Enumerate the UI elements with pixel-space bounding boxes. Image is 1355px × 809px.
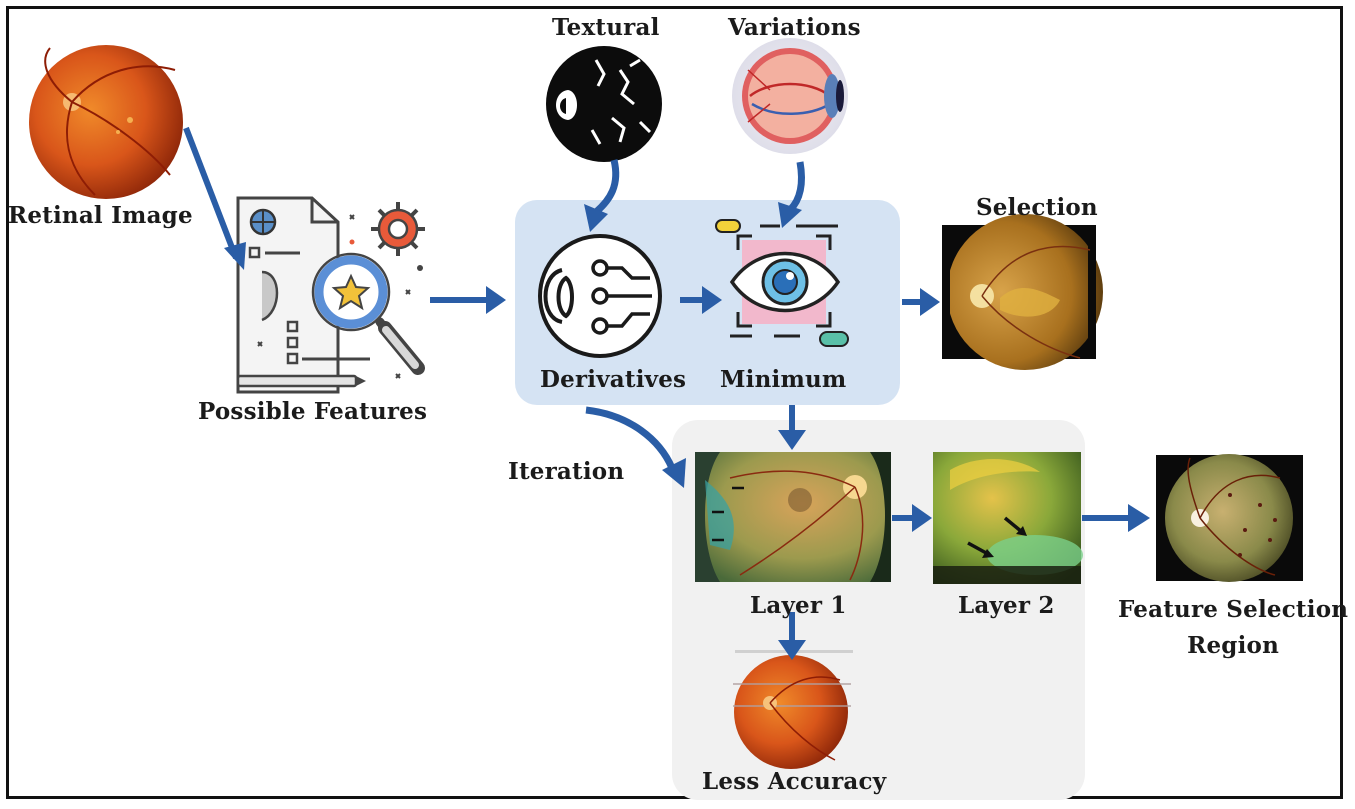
feature-selection-line-2: Region — [1187, 632, 1279, 659]
retinal-image-photo — [29, 45, 183, 199]
minimum-label: Minimum — [720, 366, 847, 393]
figure-frame — [6, 6, 1343, 799]
variations-label: Variations — [728, 14, 861, 41]
feature-selection-fundus-image — [1156, 454, 1303, 582]
less-accuracy-label: Less Accuracy — [702, 768, 887, 795]
derivatives-label: Derivatives — [540, 366, 687, 393]
flow-arrows — [183, 126, 1150, 660]
layer-1-label: Layer 1 — [750, 592, 847, 619]
layer-1-fundus-image — [695, 452, 891, 582]
possible-features-label: Possible Features — [198, 398, 428, 425]
layer-2-fundus-image — [933, 452, 1083, 584]
selection-label: Selection — [976, 194, 1098, 221]
eye-circuit-icon — [538, 234, 662, 358]
feature-selection-region-label: Feature Selection Region — [1118, 592, 1348, 664]
eye-scan-icon — [715, 219, 849, 347]
less-accuracy-fundus-image — [733, 650, 853, 769]
selection-fundus-image — [942, 214, 1103, 370]
retinal-image-label: Retinal Image — [8, 202, 193, 229]
iteration-label: Iteration — [508, 458, 625, 485]
eye-anatomy-icon — [732, 38, 848, 154]
textural-eye-icon — [546, 46, 662, 162]
textural-label: Textural — [552, 14, 660, 41]
feature-selection-line-1: Feature Selection — [1118, 596, 1349, 623]
layer-2-label: Layer 2 — [958, 592, 1055, 619]
document-search-icon — [236, 196, 425, 394]
